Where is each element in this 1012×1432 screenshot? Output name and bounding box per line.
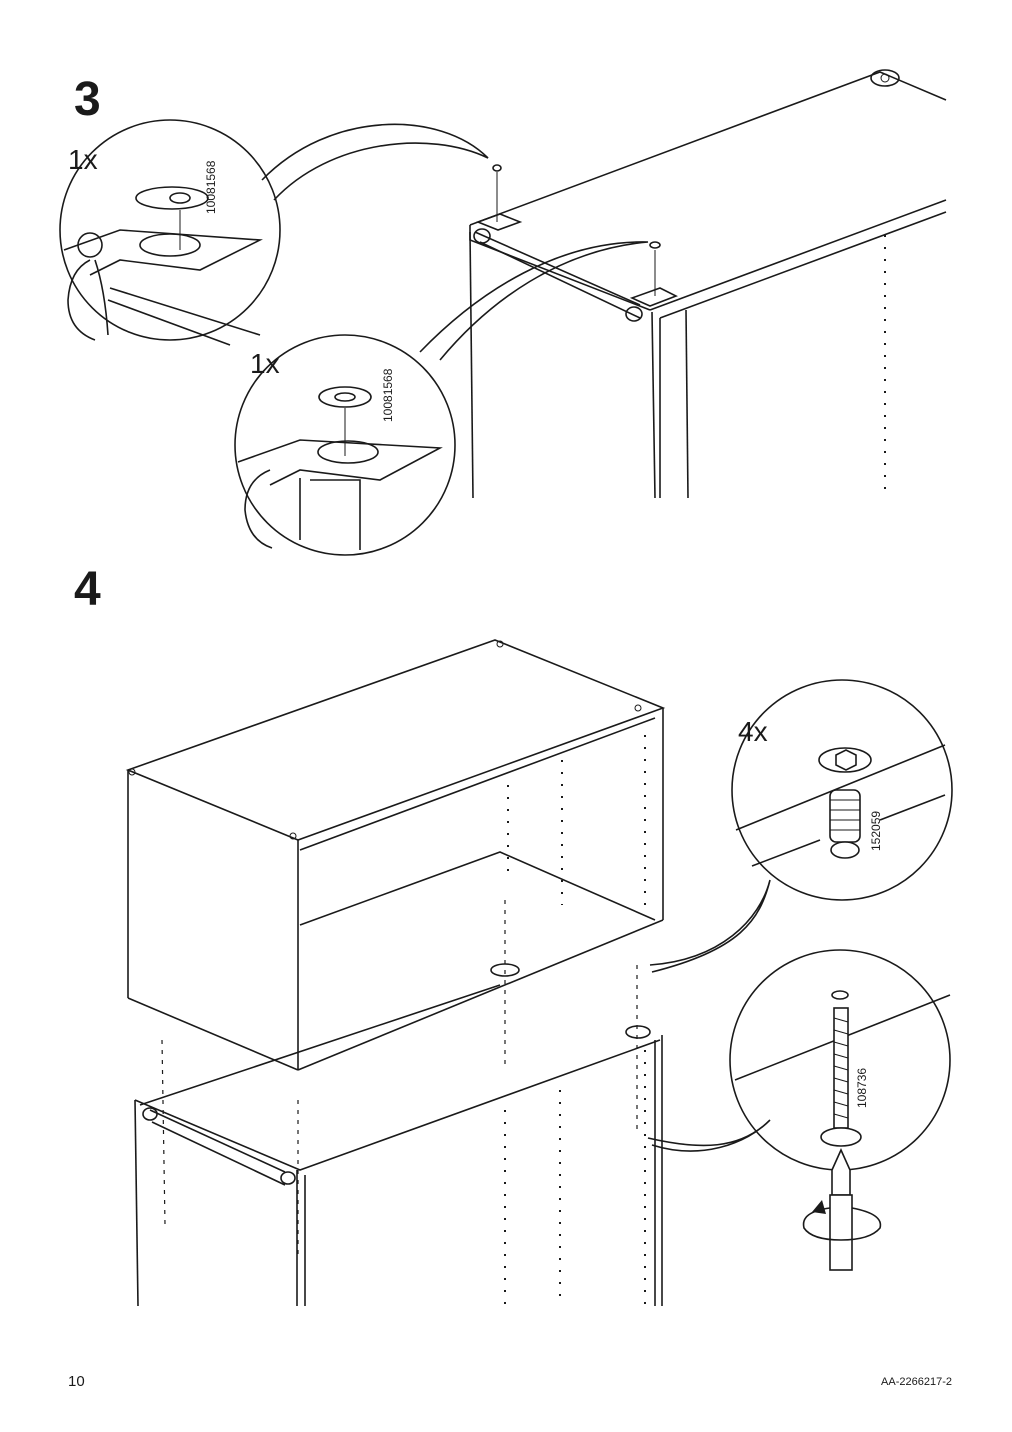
step-4-callout-screw — [647, 949, 951, 1271]
step-4-callout-dowel — [649, 679, 953, 973]
step-4-number: 4 — [74, 563, 101, 616]
step-4-callout-dowel-quantity: 4x — [738, 716, 768, 747]
step-3-callout-1-quantity: 1x — [68, 144, 98, 175]
step-3-callout-1-part-number: 10081568 — [204, 160, 218, 214]
step-4-lower-cabinet — [134, 900, 663, 1307]
step-3-number: 3 — [74, 73, 101, 126]
step-4-upper-cabinet — [125, 639, 666, 1071]
step-3-cabinet-top — [469, 69, 947, 499]
step-3-callout-2-part-number: 10081568 — [381, 368, 395, 422]
document-id: AA-2266217-2 — [881, 1376, 952, 1388]
step-3-callout-2-quantity: 1x — [250, 348, 280, 379]
step-3-callout-2 — [234, 241, 649, 556]
step-4-callout-dowel-part-number: 152059 — [869, 810, 883, 851]
page-number: 10 — [68, 1373, 85, 1390]
step-4-callout-screw-part-number: 108736 — [855, 1067, 869, 1108]
step-3-callout-1 — [59, 119, 489, 346]
